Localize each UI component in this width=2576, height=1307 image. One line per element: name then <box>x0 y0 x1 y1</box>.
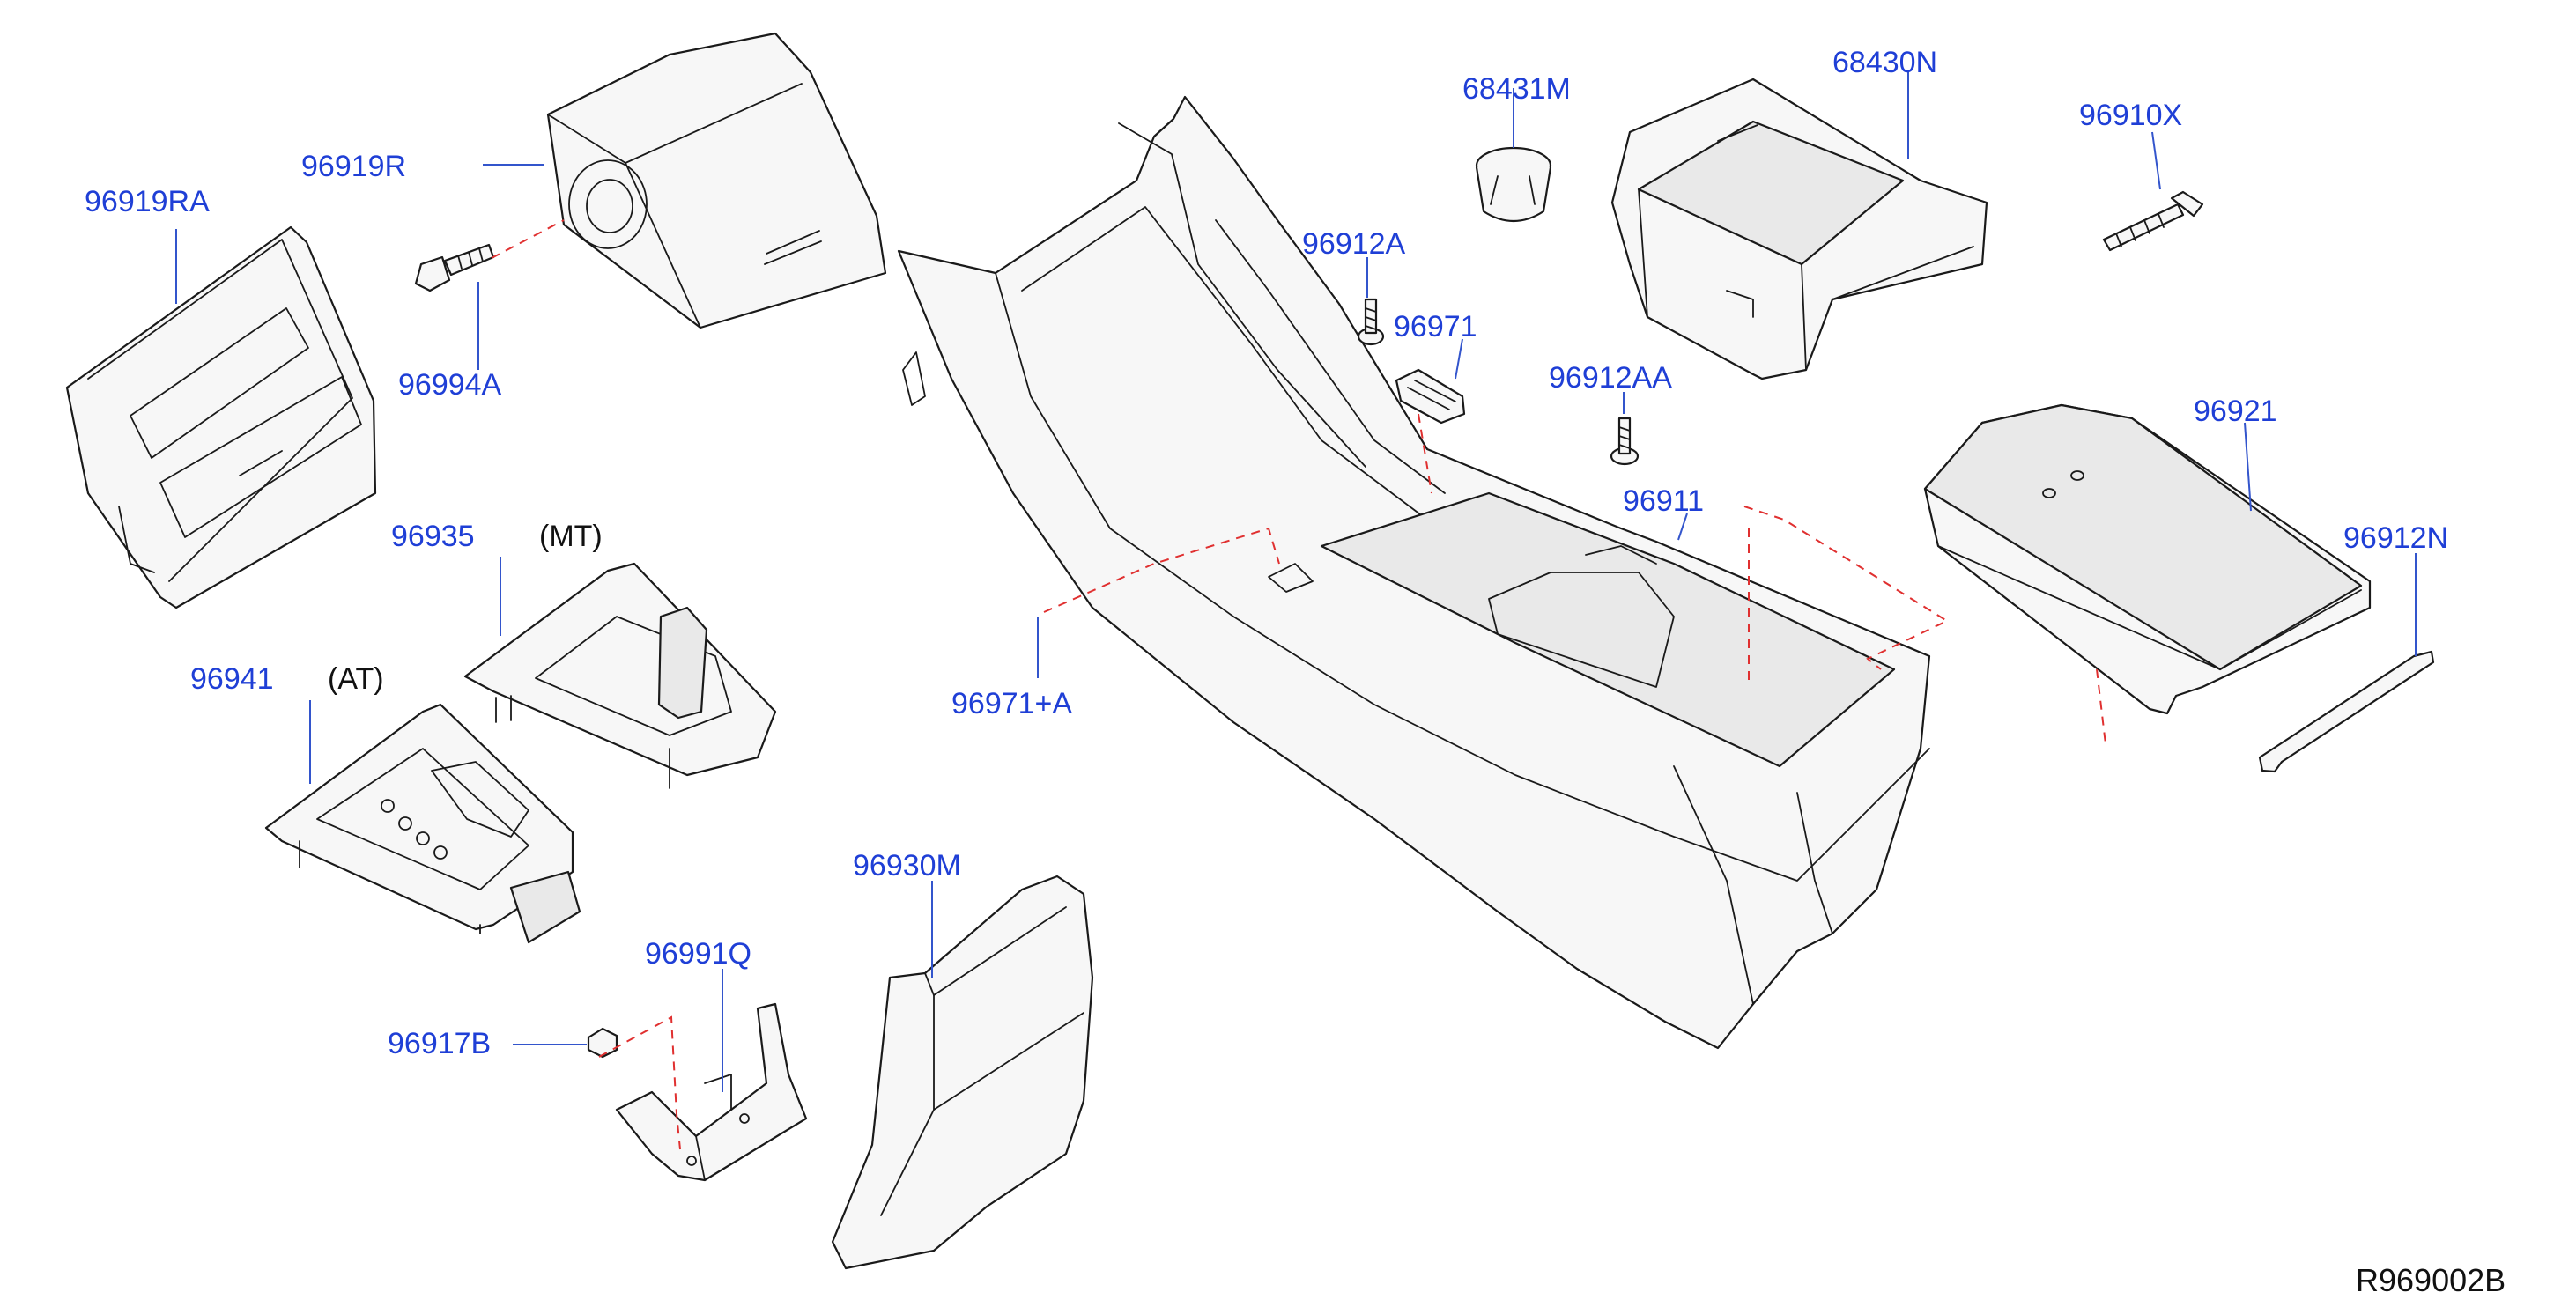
part-96935-mt-finisher <box>463 562 777 789</box>
label-68430N: 68430N <box>1832 46 1937 79</box>
part-96912AA-bolt <box>1610 417 1640 466</box>
part-96912N-strip <box>2258 650 2435 773</box>
note-mt: (MT) <box>539 520 603 553</box>
label-96910X: 96910X <box>2079 99 2182 132</box>
label-96941: 96941 <box>190 662 274 696</box>
label-96919RA: 96919RA <box>85 185 210 218</box>
label-96994A: 96994A <box>398 368 502 402</box>
label-68431M: 68431M <box>1462 72 1571 106</box>
leader-lines <box>175 72 2417 1092</box>
label-96930M: 96930M <box>853 849 961 882</box>
part-96971-clip <box>1395 368 1466 425</box>
part-96930M-panel <box>831 875 1094 1270</box>
part-labels: 68431M 68430N 96910X 96919R 96919RA 9699… <box>85 46 2506 1298</box>
part-96994A-bolt <box>414 243 495 292</box>
assembly-dashed-lines <box>491 219 2106 1150</box>
part-96912A-bolt <box>1357 298 1385 346</box>
part-96919R-box <box>546 32 887 329</box>
part-68431M-cupholder <box>1475 146 1552 222</box>
label-96912N: 96912N <box>2343 521 2448 555</box>
part-68430N-box <box>1610 78 1988 380</box>
label-96919R: 96919R <box>301 150 406 183</box>
label-96971: 96971 <box>1394 310 1477 343</box>
label-96971A: 96971+A <box>951 687 1072 720</box>
label-96917B: 96917B <box>388 1027 491 1060</box>
note-at: (AT) <box>328 662 384 696</box>
part-96921-armrest <box>1923 403 2372 715</box>
part-96991Q-bracket <box>615 1002 808 1182</box>
label-96991Q: 96991Q <box>645 937 751 971</box>
label-96921: 96921 <box>2194 395 2277 428</box>
label-96912AA: 96912AA <box>1549 361 1672 395</box>
reference-code: R969002B <box>2356 1262 2506 1298</box>
part-96910X-screw <box>2102 190 2204 252</box>
part-96911-console <box>897 95 1931 1050</box>
label-96935: 96935 <box>391 520 475 553</box>
label-96911: 96911 <box>1623 484 1704 518</box>
part-96917B-nut <box>587 1027 618 1059</box>
label-96912A: 96912A <box>1302 227 1406 261</box>
part-96941-at-finisher <box>264 703 581 944</box>
part-96919RA-finisher <box>65 225 377 609</box>
